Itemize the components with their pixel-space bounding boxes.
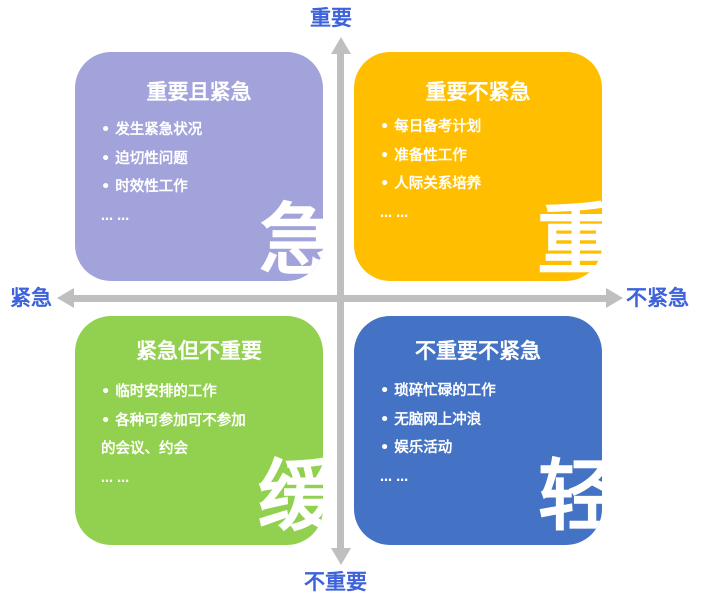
arrow-right-icon bbox=[606, 288, 623, 308]
quadrant-big-char: 急 bbox=[259, 196, 323, 281]
bullet-icon: • bbox=[380, 411, 390, 428]
arrow-left-icon bbox=[57, 288, 74, 308]
ellipsis: … … bbox=[380, 205, 409, 220]
list-item: •琐碎忙碌的工作 bbox=[380, 377, 496, 406]
ellipsis: … … bbox=[101, 208, 130, 223]
list-item: •时效性工作 bbox=[101, 173, 202, 202]
axis-label-urgent: 紧急 bbox=[10, 286, 52, 310]
quadrant-title: 重要且紧急 bbox=[146, 80, 252, 104]
list-item-continuation: 的会议、约会 bbox=[101, 441, 188, 457]
vertical-axis-line bbox=[337, 52, 344, 552]
horizontal-axis-line bbox=[72, 295, 608, 302]
quadrant-title: 不重要不紧急 bbox=[415, 339, 541, 363]
arrow-up-icon bbox=[331, 37, 351, 54]
list-item: •各种可参加可不参加 bbox=[101, 407, 246, 436]
bullet-icon: • bbox=[380, 383, 390, 399]
quadrant-item-list: •每日备考计划 •准备性工作 •人际关系培养 … … bbox=[380, 113, 481, 227]
bullet-icon: • bbox=[380, 440, 390, 456]
bullet-icon: • bbox=[380, 119, 390, 135]
quadrant-big-char: 轻 bbox=[538, 452, 602, 542]
list-item: •临时安排的工作 bbox=[101, 378, 246, 407]
bullet-icon: • bbox=[101, 384, 111, 400]
quadrant-urgent-not-important: 紧急但不重要 •临时安排的工作 •各种可参加可不参加 的会议、约会 … … 缓 bbox=[75, 316, 323, 545]
quadrant-not-important-not-urgent: 不重要不紧急 •琐碎忙碌的工作 •无脑网上冲浪 •娱乐活动 … … 轻 bbox=[354, 316, 602, 545]
list-item: •人际关系培养 bbox=[380, 170, 481, 199]
quadrant-item-list: •琐碎忙碌的工作 •无脑网上冲浪 •娱乐活动 … … bbox=[380, 377, 496, 491]
list-item: •无脑网上冲浪 bbox=[380, 406, 496, 435]
axis-label-important: 重要 bbox=[310, 6, 352, 30]
bullet-icon: • bbox=[380, 176, 390, 192]
bullet-icon: • bbox=[101, 412, 111, 429]
axis-label-not-important: 不重要 bbox=[304, 570, 367, 594]
bullet-icon: • bbox=[101, 122, 111, 138]
bullet-icon: • bbox=[380, 147, 390, 164]
list-item: •准备性工作 bbox=[380, 142, 481, 171]
list-item: •发生紧急状况 bbox=[101, 116, 202, 145]
quadrant-big-char: 缓 bbox=[258, 452, 323, 542]
bullet-icon: • bbox=[101, 150, 111, 167]
quadrant-important-urgent: 重要且紧急 •发生紧急状况 •迫切性问题 •时效性工作 … … 急 bbox=[75, 52, 323, 281]
quadrant-item-list: •临时安排的工作 •各种可参加可不参加 的会议、约会 … … bbox=[101, 378, 246, 492]
quadrant-important-not-urgent: 重要不紧急 •每日备考计划 •准备性工作 •人际关系培养 … … 重 bbox=[354, 52, 602, 281]
quadrant-title: 紧急但不重要 bbox=[136, 339, 262, 363]
ellipsis: … … bbox=[380, 469, 409, 484]
list-item: •每日备考计划 bbox=[380, 113, 481, 142]
arrow-down-icon bbox=[331, 548, 351, 565]
axis-label-not-urgent: 不紧急 bbox=[626, 286, 689, 310]
list-item: •娱乐活动 bbox=[380, 434, 496, 463]
quadrant-item-list: •发生紧急状况 •迫切性问题 •时效性工作 … … bbox=[101, 116, 202, 230]
bullet-icon: • bbox=[101, 179, 111, 195]
quadrant-big-char: 重 bbox=[537, 196, 602, 281]
list-item: •迫切性问题 bbox=[101, 145, 202, 174]
quadrant-title: 重要不紧急 bbox=[425, 80, 531, 104]
ellipsis: … … bbox=[101, 470, 130, 485]
